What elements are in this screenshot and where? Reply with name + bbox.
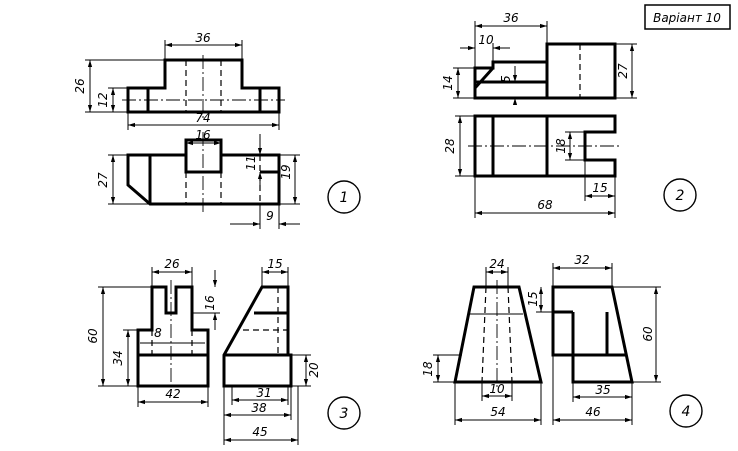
task-4-dim-step-height: 15 — [526, 291, 540, 306]
variant-title: Варіант 10 — [653, 11, 721, 25]
task-3-dim-side-top: 15 — [267, 257, 282, 271]
task-3-dim-base-width: 42 — [165, 387, 180, 401]
task-3-side-view — [222, 285, 293, 388]
task-1-dim-right-offset: 9 — [266, 209, 274, 223]
task-3-dim-base-height: 20 — [307, 362, 321, 378]
task-2-number: 2 — [676, 188, 685, 204]
task-3-dim-middle-height: 34 — [111, 350, 125, 365]
variant-title-block: Варіант 10 — [644, 4, 731, 30]
task-4-dim-side-top: 32 — [574, 253, 589, 267]
task-1-dim-total-width: 74 — [195, 111, 210, 125]
task-2-dim-left-height: 14 — [441, 75, 455, 90]
task-3-dim-side-31: 31 — [256, 386, 271, 400]
task-4-dim-side-46: 46 — [585, 405, 601, 419]
task-1-dim-front-height: 27 — [96, 172, 110, 188]
task-4-dim-inner: 10 — [489, 382, 505, 396]
task-1-dim-step-height: 12 — [96, 92, 110, 107]
task-3-dim-top-height: 16 — [203, 295, 217, 311]
task-1-dim-slot-depth: 11 — [244, 155, 258, 170]
task-1-drawing: 36 26 12 74 16 27 11 19 9 1 — [73, 31, 361, 229]
task-2-dim-right-height: 27 — [616, 63, 630, 79]
task-3-number: 3 — [340, 406, 349, 422]
task-1-front-view — [126, 138, 281, 206]
task-2-dim-front-height: 28 — [443, 138, 457, 154]
task-1-dim-right-height: 19 — [279, 164, 293, 179]
task-2-dim-slot-depth: 15 — [592, 181, 607, 195]
task-1-dim-total-height: 26 — [73, 78, 87, 94]
task-2-dim-step: 5 — [499, 75, 513, 83]
task-2-drawing: 36 10 14 5 27 28 18 15 68 2 — [441, 11, 697, 218]
task-4-number: 4 — [682, 404, 691, 420]
task-4-dim-base-height: 18 — [421, 361, 435, 377]
task-1-top-view — [126, 58, 281, 114]
task-2-front-view — [473, 42, 617, 100]
task-3-front-view — [136, 285, 210, 388]
task-3-dim-top-width: 26 — [164, 257, 180, 271]
task-3-dim-inner-width: 8 — [154, 326, 162, 340]
task-2-dim-chamfer: 10 — [478, 33, 494, 47]
task-4-dim-base-width: 54 — [490, 405, 505, 419]
task-1-number: 1 — [340, 190, 349, 206]
task-2-dim-top-width: 36 — [503, 11, 519, 25]
task-3-drawing: 26 16 60 34 8 42 15 20 31 38 — [86, 257, 361, 445]
task-2-dim-total-width: 68 — [537, 198, 553, 212]
task-3-dim-side-38: 38 — [251, 401, 267, 415]
task-3-dim-total-height: 60 — [86, 328, 100, 344]
task-4-dim-total-height: 60 — [641, 326, 655, 342]
task-4-drawing: 24 32 15 60 18 10 54 35 46 4 — [421, 253, 703, 428]
task-2-dim-slot-height: 18 — [554, 138, 568, 154]
task-4-dim-side-35: 35 — [595, 383, 610, 397]
task-4-dim-top-width: 24 — [489, 257, 504, 271]
task-3-dim-side-45: 45 — [252, 425, 267, 439]
task-4-side-view — [551, 285, 634, 384]
task-1-dim-slot-width: 16 — [195, 128, 211, 142]
task-1-dim-top-width: 36 — [195, 31, 211, 45]
